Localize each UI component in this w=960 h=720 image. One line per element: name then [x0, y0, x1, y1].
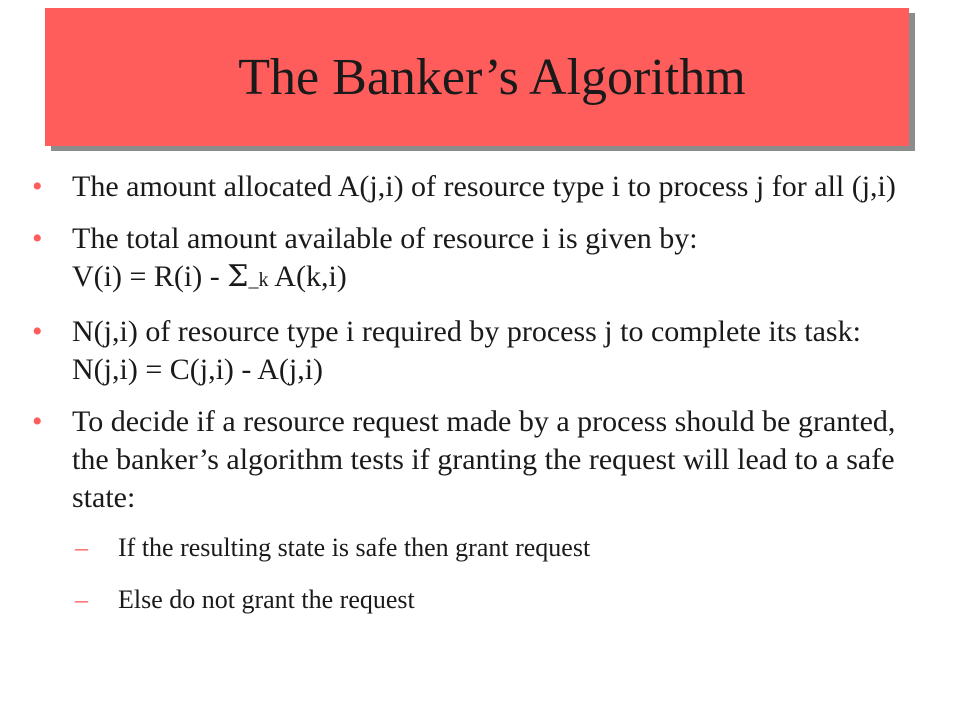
title-banner: The Banker’s Algorithm: [45, 8, 909, 146]
bullet-text: The total amount available of resource i…: [72, 222, 698, 255]
sigma-symbol: Σ: [227, 259, 249, 294]
bullet-item: • N(j,i) of resource type i required by …: [30, 313, 930, 389]
sub-bullet-marker: –: [75, 585, 88, 614]
bullet-text: The amount allocated A(j,i) of resource …: [72, 170, 896, 203]
sub-bullet-item: – If the resulting state is safe then gr…: [30, 531, 930, 565]
bullet-marker: •: [32, 170, 43, 203]
bullet-marker: •: [32, 222, 43, 255]
sub-bullet-text: If the resulting state is safe then gran…: [118, 533, 591, 562]
sub-bullet-marker: –: [75, 533, 88, 562]
formula-subscript: _k: [248, 269, 269, 291]
sub-bullet-item: – Else do not grant the request: [30, 583, 930, 617]
sub-bullet-text: Else do not grant the request: [118, 585, 415, 614]
slide-body: • The amount allocated A(j,i) of resourc…: [30, 168, 930, 635]
bullet-item: • To decide if a resource request made b…: [30, 403, 930, 517]
bullet-text: To decide if a resource request made by …: [72, 405, 896, 514]
bullet-item: • The amount allocated A(j,i) of resourc…: [30, 168, 930, 206]
formula-suffix: A(k,i): [268, 260, 347, 293]
slide-title: The Banker’s Algorithm: [238, 48, 746, 106]
bullet-marker: •: [32, 405, 43, 438]
bullet-marker: •: [32, 315, 43, 348]
formula-prefix: V(i) = R(i) -: [72, 260, 228, 293]
bullet-item: • The total amount available of resource…: [30, 220, 930, 299]
bullet-text: N(j,i) of resource type i required by pr…: [72, 315, 861, 386]
